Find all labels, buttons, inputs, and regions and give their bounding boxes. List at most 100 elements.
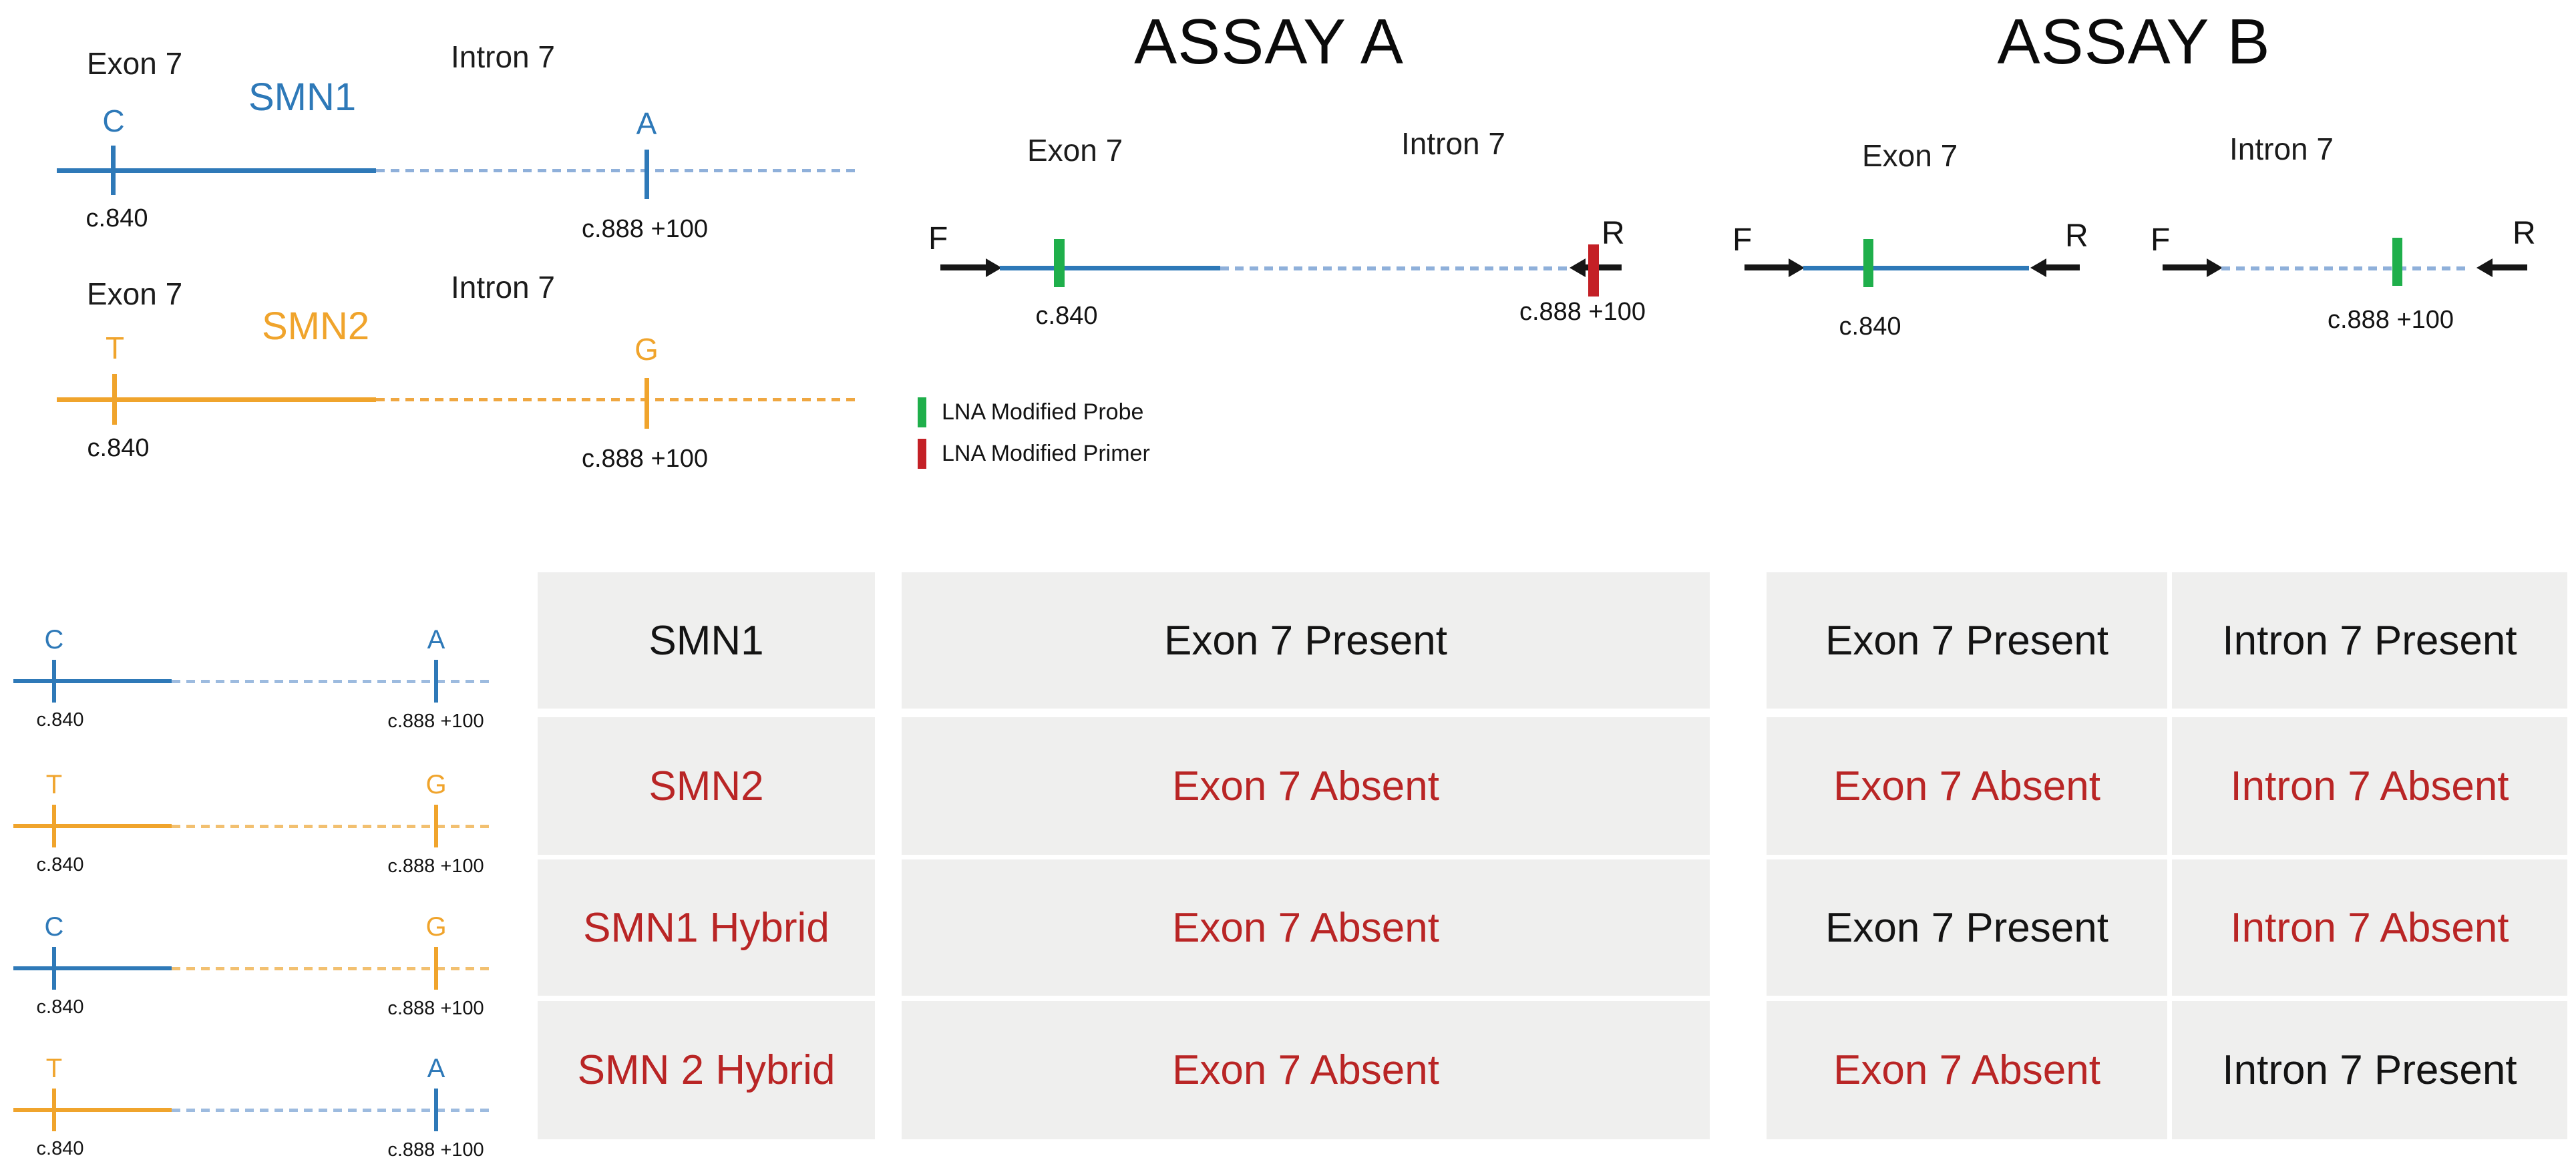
smn2-intron-dashed-line [376,398,860,401]
assay-b-title: ASSAY B [1997,6,2271,77]
row2-map-intron-dashed-line [172,825,494,828]
row4-assay-a-result: Exon 7 Absent [1172,1047,1439,1093]
row4-map-left-pos: c.840 [36,1138,84,1159]
assay-b-exon7-label: Exon 7 [1862,138,1958,173]
smn1-intron7-label: Intron 7 [451,39,555,74]
row3-map-left-allele: C [44,912,64,942]
table-cell-row4-name: SMN 2 Hybrid [538,1001,875,1139]
row2-assay-b-intron-result: Intron 7 Absent [2230,763,2509,809]
smn1-c840-label: c.840 [85,204,148,232]
assay-b-exon-reverse-arrow [2046,264,2080,270]
row2-map-left-allele: T [45,770,63,799]
assay-a-reverse-label: R [1602,216,1625,251]
row4-assay-b-intron-result: Intron 7 Present [2222,1047,2517,1093]
table-cell-row3-assay-b-intron: Intron 7 Absent [2172,859,2567,996]
row2-map-right-allele: G [425,770,447,799]
row1-map-right-pos: c.888 +100 [387,711,484,732]
assay-a-reverse-arrow [1586,264,1622,270]
assay-a-lna-primer-marker [1588,244,1599,297]
assay-b-intron-forward-arrow [2163,264,2207,270]
assay-a-probe-marker [1054,239,1065,287]
row4-map-right-tick [434,1089,438,1131]
row1-map-right-allele: A [427,625,445,654]
smn1-c888-label: c.888 +100 [581,215,709,243]
row1-map-left-tick [52,660,56,703]
smn2-c840-label: c.840 [87,434,150,462]
smn1-gene-name: SMN1 [248,75,357,119]
table-cell-row1-name: SMN1 [538,572,875,709]
legend-primer-label: LNA Modified Primer [942,441,1150,466]
smn2-exon7-label: Exon 7 [87,276,183,311]
table-cell-row1-assay-a: Exon 7 Present [902,572,1710,709]
assay-b-exon-line [1803,266,2029,270]
row3-name: SMN1 Hybrid [583,904,830,951]
row1-map-right-tick [434,660,438,703]
assay-b-intron-reverse-label: R [2513,216,2536,251]
row1-assay-b-exon-result: Exon 7 Present [1825,617,2108,664]
row1-map-left-pos: c.840 [36,709,84,731]
assay-b-intron-forward-label: F [2151,222,2171,258]
legend-probe-swatch [918,397,926,427]
smn1-exon-line [57,168,376,173]
row3-assay-a-result: Exon 7 Absent [1172,904,1439,951]
row3-map-intron-dashed-line [172,967,494,970]
assay-b-intron-c888-label: c.888 +100 [2327,306,2454,334]
row4-assay-b-exon-result: Exon 7 Absent [1833,1047,2100,1093]
row3-map-right-allele: G [425,912,447,942]
row4-map-intron-dashed-line [172,1109,494,1112]
table-cell-row4-assay-b-exon: Exon 7 Absent [1767,1001,2167,1139]
table-cell-row4-assay-b-intron: Intron 7 Present [2172,1001,2567,1139]
row1-assay-b-intron-result: Intron 7 Present [2222,617,2517,664]
smn1-exon7-label: Exon 7 [87,46,183,81]
assay-b-intron-probe-marker [2392,238,2402,286]
smn2-right-allele: G [634,332,659,367]
row4-map-left-allele: T [45,1054,63,1083]
assay-a-c840-label: c.840 [1035,302,1098,330]
smn1-c840-tick [111,146,116,195]
row1-map-exon-line [13,679,172,683]
table-cell-row3-name: SMN1 Hybrid [538,859,875,996]
row4-map-right-allele: A [427,1054,445,1083]
assay-b-exon-c840-label: c.840 [1839,313,1901,341]
table-cell-row2-assay-b-exon: Exon 7 Absent [1767,717,2167,855]
assay-a-title: ASSAY A [1134,6,1404,77]
assay-a-c888-label: c.888 +100 [1519,298,1646,326]
assay-b-intron7-label: Intron 7 [2229,132,2334,166]
row1-assay-a-result: Exon 7 Present [1164,617,1447,664]
smn2-left-allele: T [105,331,125,365]
row3-map-left-pos: c.840 [36,996,84,1018]
row3-assay-b-intron-result: Intron 7 Absent [2230,904,2509,951]
assay-b-exon-forward-label: F [1732,222,1753,258]
assay-a-intron-dashed-line [1220,266,1571,270]
row3-map-left-tick [52,947,56,990]
smn1-intron-dashed-line [376,169,860,172]
smn2-c840-tick [112,374,117,425]
row3-map-right-pos: c.888 +100 [387,998,484,1019]
row4-map-exon-line [13,1108,172,1112]
table-cell-row3-assay-b-exon: Exon 7 Present [1767,859,2167,996]
smn2-exon-line [57,397,376,402]
row2-map-right-pos: c.888 +100 [387,855,484,877]
row4-map-left-tick [52,1089,56,1131]
assay-a-intron7-label: Intron 7 [1401,126,1505,161]
assay-a-exon-line [1000,266,1220,270]
row2-map-left-tick [52,805,56,847]
smn2-intron7-label: Intron 7 [451,270,555,305]
smn1-left-allele: C [102,104,125,138]
table-cell-row4-assay-a: Exon 7 Absent [902,1001,1710,1139]
smn2-c888-label: c.888 +100 [581,445,709,473]
legend-primer-swatch [918,439,926,469]
row3-assay-b-exon-result: Exon 7 Present [1825,904,2108,951]
assay-b-exon-forward-arrow [1744,264,1789,270]
row2-assay-a-result: Exon 7 Absent [1172,763,1439,809]
row3-map-right-tick [434,947,438,990]
assay-a-forward-label: F [928,221,948,256]
row2-map-exon-line [13,824,172,828]
row2-assay-b-exon-result: Exon 7 Absent [1833,763,2100,809]
row1-map-left-allele: C [44,625,64,654]
row2-map-right-tick [434,805,438,847]
smn1-right-allele: A [636,106,657,141]
row1-name: SMN1 [649,617,764,664]
row4-map-right-pos: c.888 +100 [387,1139,484,1161]
